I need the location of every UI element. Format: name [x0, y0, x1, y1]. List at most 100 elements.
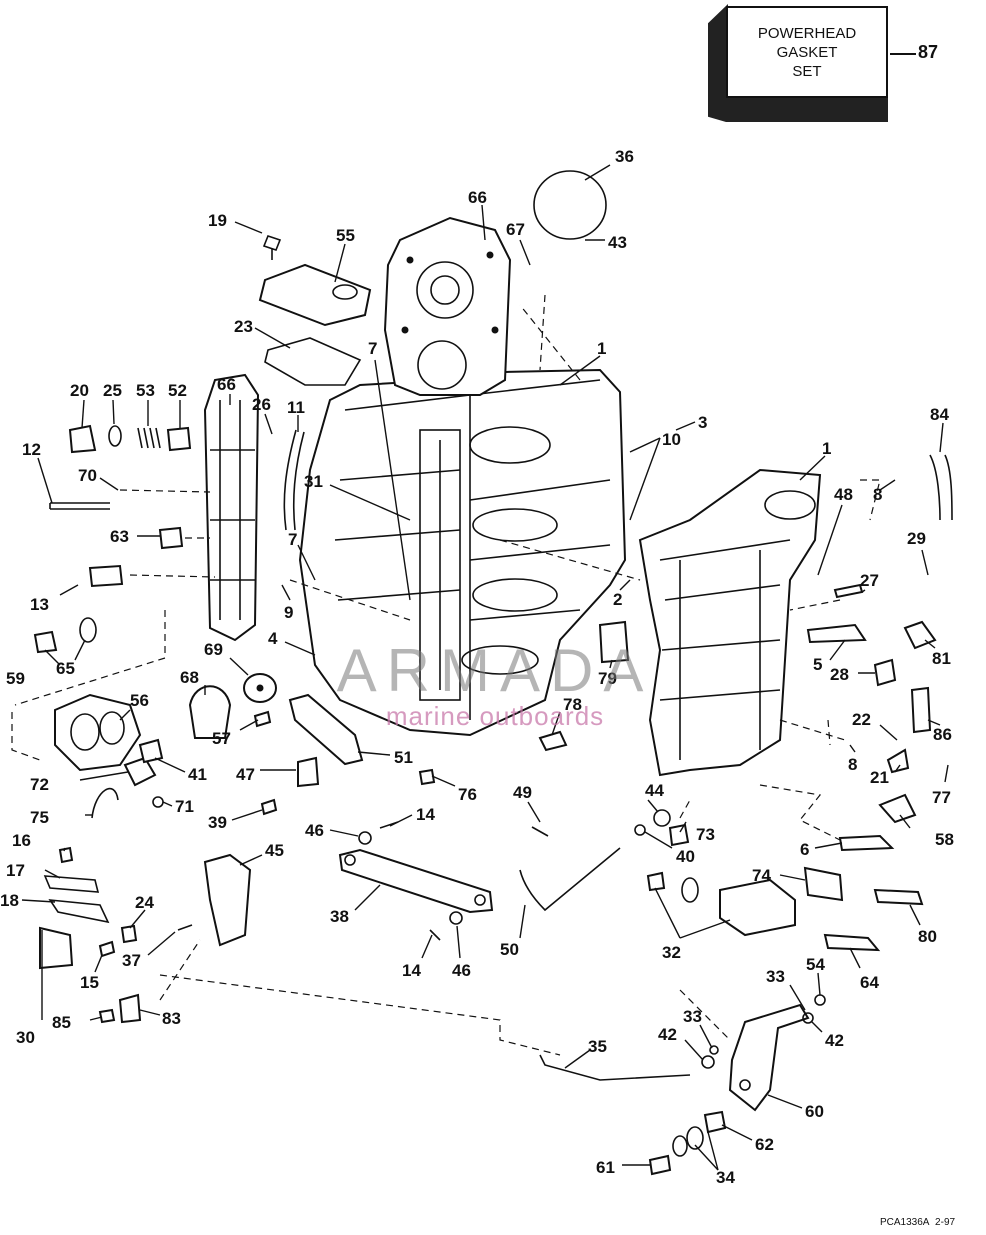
callout-13: 13	[30, 595, 49, 614]
gasket-box-shade	[708, 96, 888, 122]
screw	[646, 871, 666, 892]
callout-59: 59	[6, 669, 25, 688]
gasket-set-box: POWERHEAD GASKET SET	[726, 6, 888, 98]
callout-61: 61	[596, 1158, 615, 1177]
fitting	[138, 738, 164, 764]
callout-21: 21	[870, 768, 889, 787]
callout-12: 12	[22, 440, 41, 459]
callout-34: 34	[716, 1168, 735, 1187]
callout-labels: 36 66 67 43 19 55 23 7 1 20 25 53 52 66 …	[0, 147, 954, 1187]
gasket-box-shade	[708, 4, 728, 100]
callout-85: 85	[52, 1013, 71, 1032]
gasket-line3: SET	[792, 62, 822, 80]
hose-elbow	[929, 454, 953, 521]
callout-42-left: 42	[658, 1025, 677, 1044]
callout-19: 19	[208, 211, 227, 230]
callout-3: 3	[698, 413, 707, 432]
callout-55: 55	[336, 226, 355, 245]
bolt	[262, 235, 282, 260]
drawing-number: PCA1336A	[880, 1217, 930, 1228]
callout-27: 27	[860, 571, 879, 590]
callout-66-left: 66	[217, 375, 236, 394]
callout-11: 11	[287, 398, 305, 417]
callout-79: 79	[598, 669, 617, 688]
screw	[58, 846, 74, 864]
clip	[120, 924, 138, 944]
callout-23: 23	[234, 317, 253, 336]
callout-26: 26	[252, 395, 271, 414]
link-rod	[539, 1054, 691, 1081]
screw	[260, 798, 278, 816]
callout-56: 56	[130, 691, 149, 710]
callout-47: 47	[236, 765, 255, 784]
callout-46-bottom: 46	[452, 961, 471, 980]
callout-24: 24	[135, 893, 154, 912]
fitting	[873, 658, 897, 687]
watermark: ARMADA marine outboards	[330, 640, 660, 740]
clamp	[91, 787, 119, 819]
gasket-leader-line	[890, 53, 916, 55]
screw	[648, 1154, 672, 1176]
nut	[418, 768, 436, 786]
callout-39: 39	[208, 813, 227, 832]
callout-43: 43	[608, 233, 627, 252]
callout-6: 6	[800, 840, 809, 859]
hose	[283, 429, 305, 531]
callout-45: 45	[265, 841, 284, 860]
callout-1-right: 1	[822, 439, 831, 458]
callout-76: 76	[458, 785, 477, 804]
callout-87: 87	[918, 42, 939, 62]
tube	[910, 686, 932, 734]
callout-36: 36	[615, 147, 634, 166]
callout-65: 65	[56, 659, 75, 678]
drawing-code: PCA1336A 2-97	[880, 1217, 955, 1228]
callout-10: 10	[662, 430, 681, 449]
callout-74: 74	[752, 866, 771, 885]
callout-75: 75	[30, 808, 49, 827]
callout-73: 73	[696, 825, 715, 844]
callout-30: 30	[16, 1028, 35, 1047]
callout-40: 40	[676, 847, 695, 866]
callout-33-right: 33	[766, 967, 785, 986]
cover-plate	[258, 263, 372, 327]
callout-7-top: 7	[368, 339, 377, 358]
grommet	[188, 685, 232, 739]
callout-14-bottom: 14	[402, 961, 421, 980]
bushing	[668, 823, 690, 847]
callout-28: 28	[830, 665, 849, 684]
callout-66: 66	[468, 188, 487, 207]
link-rod	[338, 848, 494, 914]
callout-70: 70	[78, 466, 97, 485]
washer	[681, 877, 699, 903]
callout-41: 41	[188, 765, 207, 784]
callout-49: 49	[513, 783, 532, 802]
bolt	[806, 623, 867, 644]
washer	[152, 796, 164, 808]
bolt	[873, 888, 924, 906]
exhaust-cover	[203, 373, 260, 642]
callout-42-right: 42	[825, 1031, 844, 1050]
dashed-outline	[14, 610, 166, 706]
callout-37: 37	[122, 951, 141, 970]
callout-8-top: 8	[873, 485, 882, 504]
dowel	[598, 620, 630, 664]
callout-62: 62	[755, 1135, 774, 1154]
screw	[253, 710, 272, 728]
callout-78: 78	[563, 695, 582, 714]
intake-manifold	[54, 693, 142, 772]
callout-84: 84	[930, 405, 949, 424]
callout-33-left: 33	[683, 1007, 702, 1026]
callout-20: 20	[70, 381, 89, 400]
callout-15: 15	[80, 973, 99, 992]
solenoid	[719, 866, 844, 937]
callout-4: 4	[268, 629, 278, 648]
shift-lever	[728, 1003, 810, 1112]
callout-44: 44	[645, 781, 664, 800]
callout-18: 18	[0, 891, 19, 910]
callout-60: 60	[805, 1102, 824, 1121]
callout-53: 53	[136, 381, 155, 400]
callout-17: 17	[6, 861, 25, 880]
callout-31: 31	[304, 472, 323, 491]
callout-5: 5	[813, 655, 822, 674]
